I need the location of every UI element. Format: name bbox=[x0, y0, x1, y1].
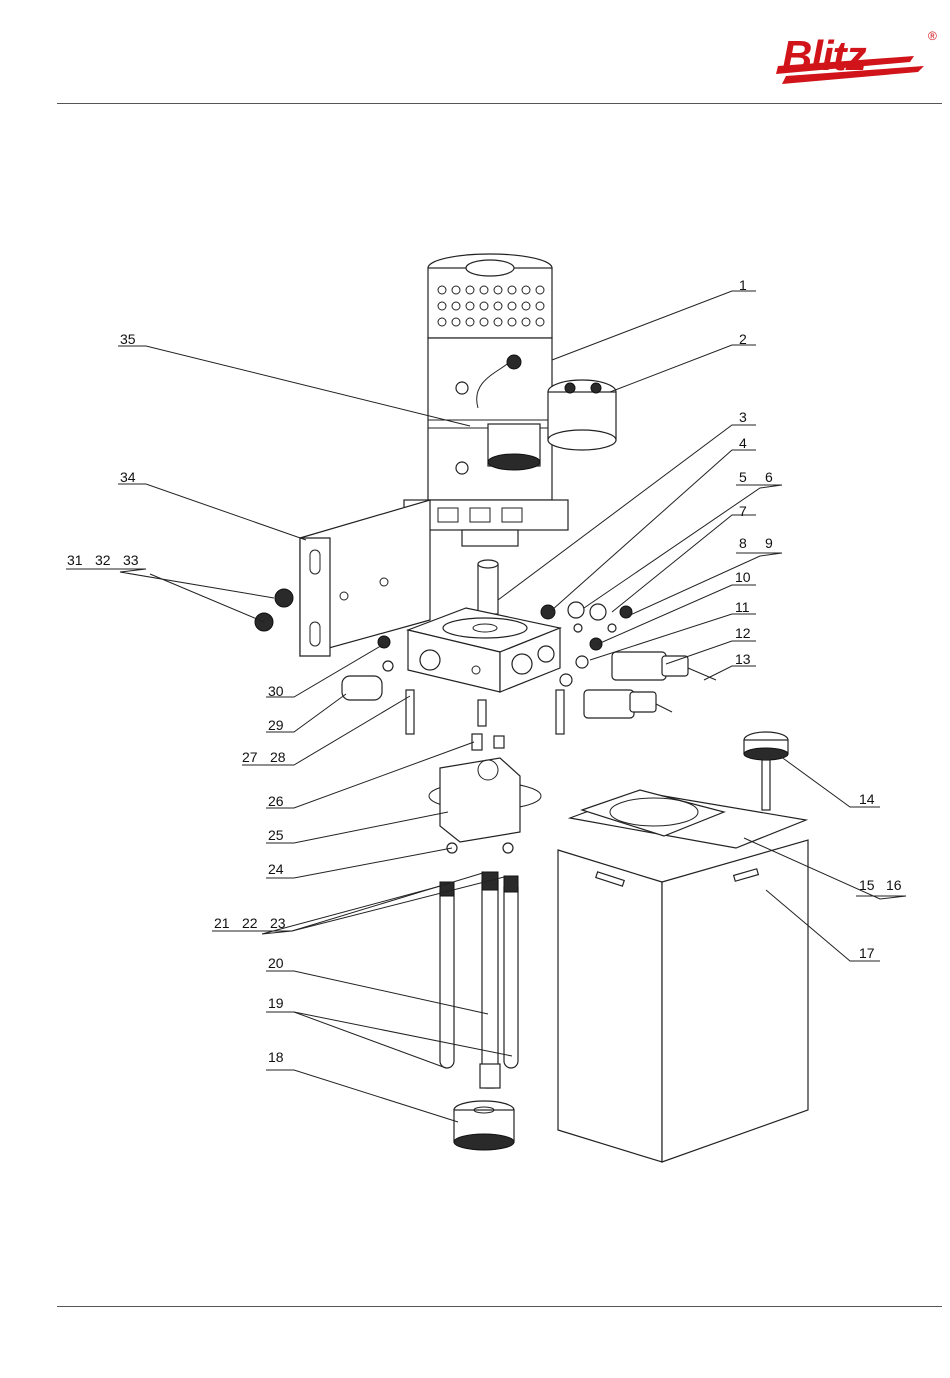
part-label-14: 14 bbox=[859, 791, 875, 807]
part-label-30: 30 bbox=[268, 683, 284, 699]
part-label-9: 9 bbox=[765, 535, 773, 551]
part-label-35: 35 bbox=[120, 331, 136, 347]
part-label-13: 13 bbox=[735, 651, 751, 667]
part-label-29: 29 bbox=[268, 717, 284, 733]
part-label-34: 34 bbox=[120, 469, 136, 485]
part-label-12: 12 bbox=[735, 625, 751, 641]
gear-pump bbox=[429, 758, 541, 853]
part-label-21: 21 bbox=[214, 915, 230, 931]
part-label-31: 31 bbox=[67, 552, 83, 568]
part-label-16: 16 bbox=[886, 877, 902, 893]
part-label-6: 6 bbox=[765, 469, 773, 485]
suction-filter bbox=[454, 1101, 514, 1150]
breather-cap bbox=[744, 732, 788, 810]
part-label-24: 24 bbox=[268, 861, 284, 877]
part-label-18: 18 bbox=[268, 1049, 284, 1065]
coupling-shaft bbox=[478, 560, 498, 614]
part-label-23: 23 bbox=[270, 915, 286, 931]
oil-tank bbox=[558, 790, 808, 1162]
part-label-19: 19 bbox=[268, 995, 284, 1011]
part-label-25: 25 bbox=[268, 827, 284, 843]
part-label-22: 22 bbox=[242, 915, 258, 931]
part-label-26: 26 bbox=[268, 793, 284, 809]
part-label-20: 20 bbox=[268, 955, 284, 971]
part-label-1: 1 bbox=[739, 277, 747, 293]
part-label-8: 8 bbox=[739, 535, 747, 551]
part-label-10: 10 bbox=[735, 569, 751, 585]
part-label-32: 32 bbox=[95, 552, 111, 568]
part-label-2: 2 bbox=[739, 331, 747, 347]
part-label-11: 11 bbox=[735, 599, 750, 615]
starter-solenoid bbox=[548, 380, 616, 450]
part-label-17: 17 bbox=[859, 945, 875, 961]
valve-block bbox=[408, 608, 560, 692]
part-label-33: 33 bbox=[123, 552, 139, 568]
suction-tubes bbox=[440, 872, 518, 1088]
part-label-7: 7 bbox=[739, 503, 747, 519]
part-label-28: 28 bbox=[270, 749, 286, 765]
part-label-15: 15 bbox=[859, 877, 875, 893]
part-label-27: 27 bbox=[242, 749, 258, 765]
solenoid-valves bbox=[584, 652, 716, 718]
part-label-4: 4 bbox=[739, 435, 747, 451]
part-label-3: 3 bbox=[739, 409, 747, 425]
part-label-5: 5 bbox=[739, 469, 747, 485]
